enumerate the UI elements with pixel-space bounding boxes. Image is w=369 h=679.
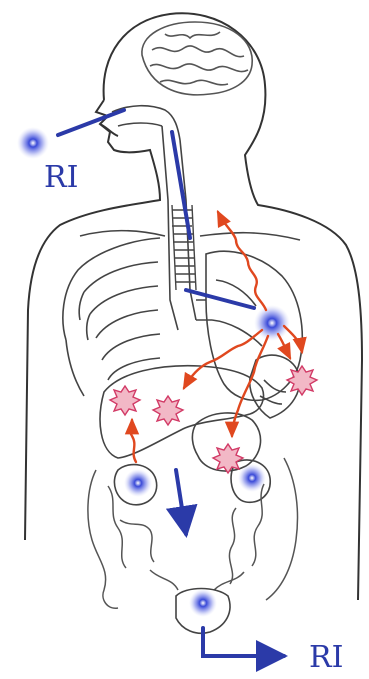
- rib-cage-left: [63, 238, 160, 396]
- trachea: [172, 205, 196, 290]
- excretion-route: [203, 628, 284, 656]
- lesion-burst-icon: [110, 386, 140, 415]
- radioactive-source-glow-icon: [124, 469, 152, 497]
- brain: [142, 22, 252, 95]
- intestines: [88, 458, 298, 608]
- spread-arrow: [130, 420, 136, 462]
- intake-label: RI: [44, 160, 78, 195]
- inhalation-route: [58, 110, 124, 135]
- lesion-burst-icon: [153, 396, 183, 425]
- excretion-label: RI: [309, 640, 343, 675]
- radioactive-source-glow-icon: [17, 127, 49, 159]
- spread-arrow: [278, 334, 290, 358]
- radioactive-source-glow-icon: [189, 589, 217, 617]
- lesion-burst-icon: [287, 366, 317, 395]
- spread-arrow: [218, 212, 266, 310]
- radioactive-source-glow-icon: [254, 305, 290, 341]
- lesion-burst-icon: [213, 444, 243, 473]
- ingestion-route: [176, 470, 186, 534]
- spread-arrow: [284, 326, 302, 352]
- lesions: [110, 366, 317, 473]
- radioactive-source-glow-icon: [238, 464, 266, 492]
